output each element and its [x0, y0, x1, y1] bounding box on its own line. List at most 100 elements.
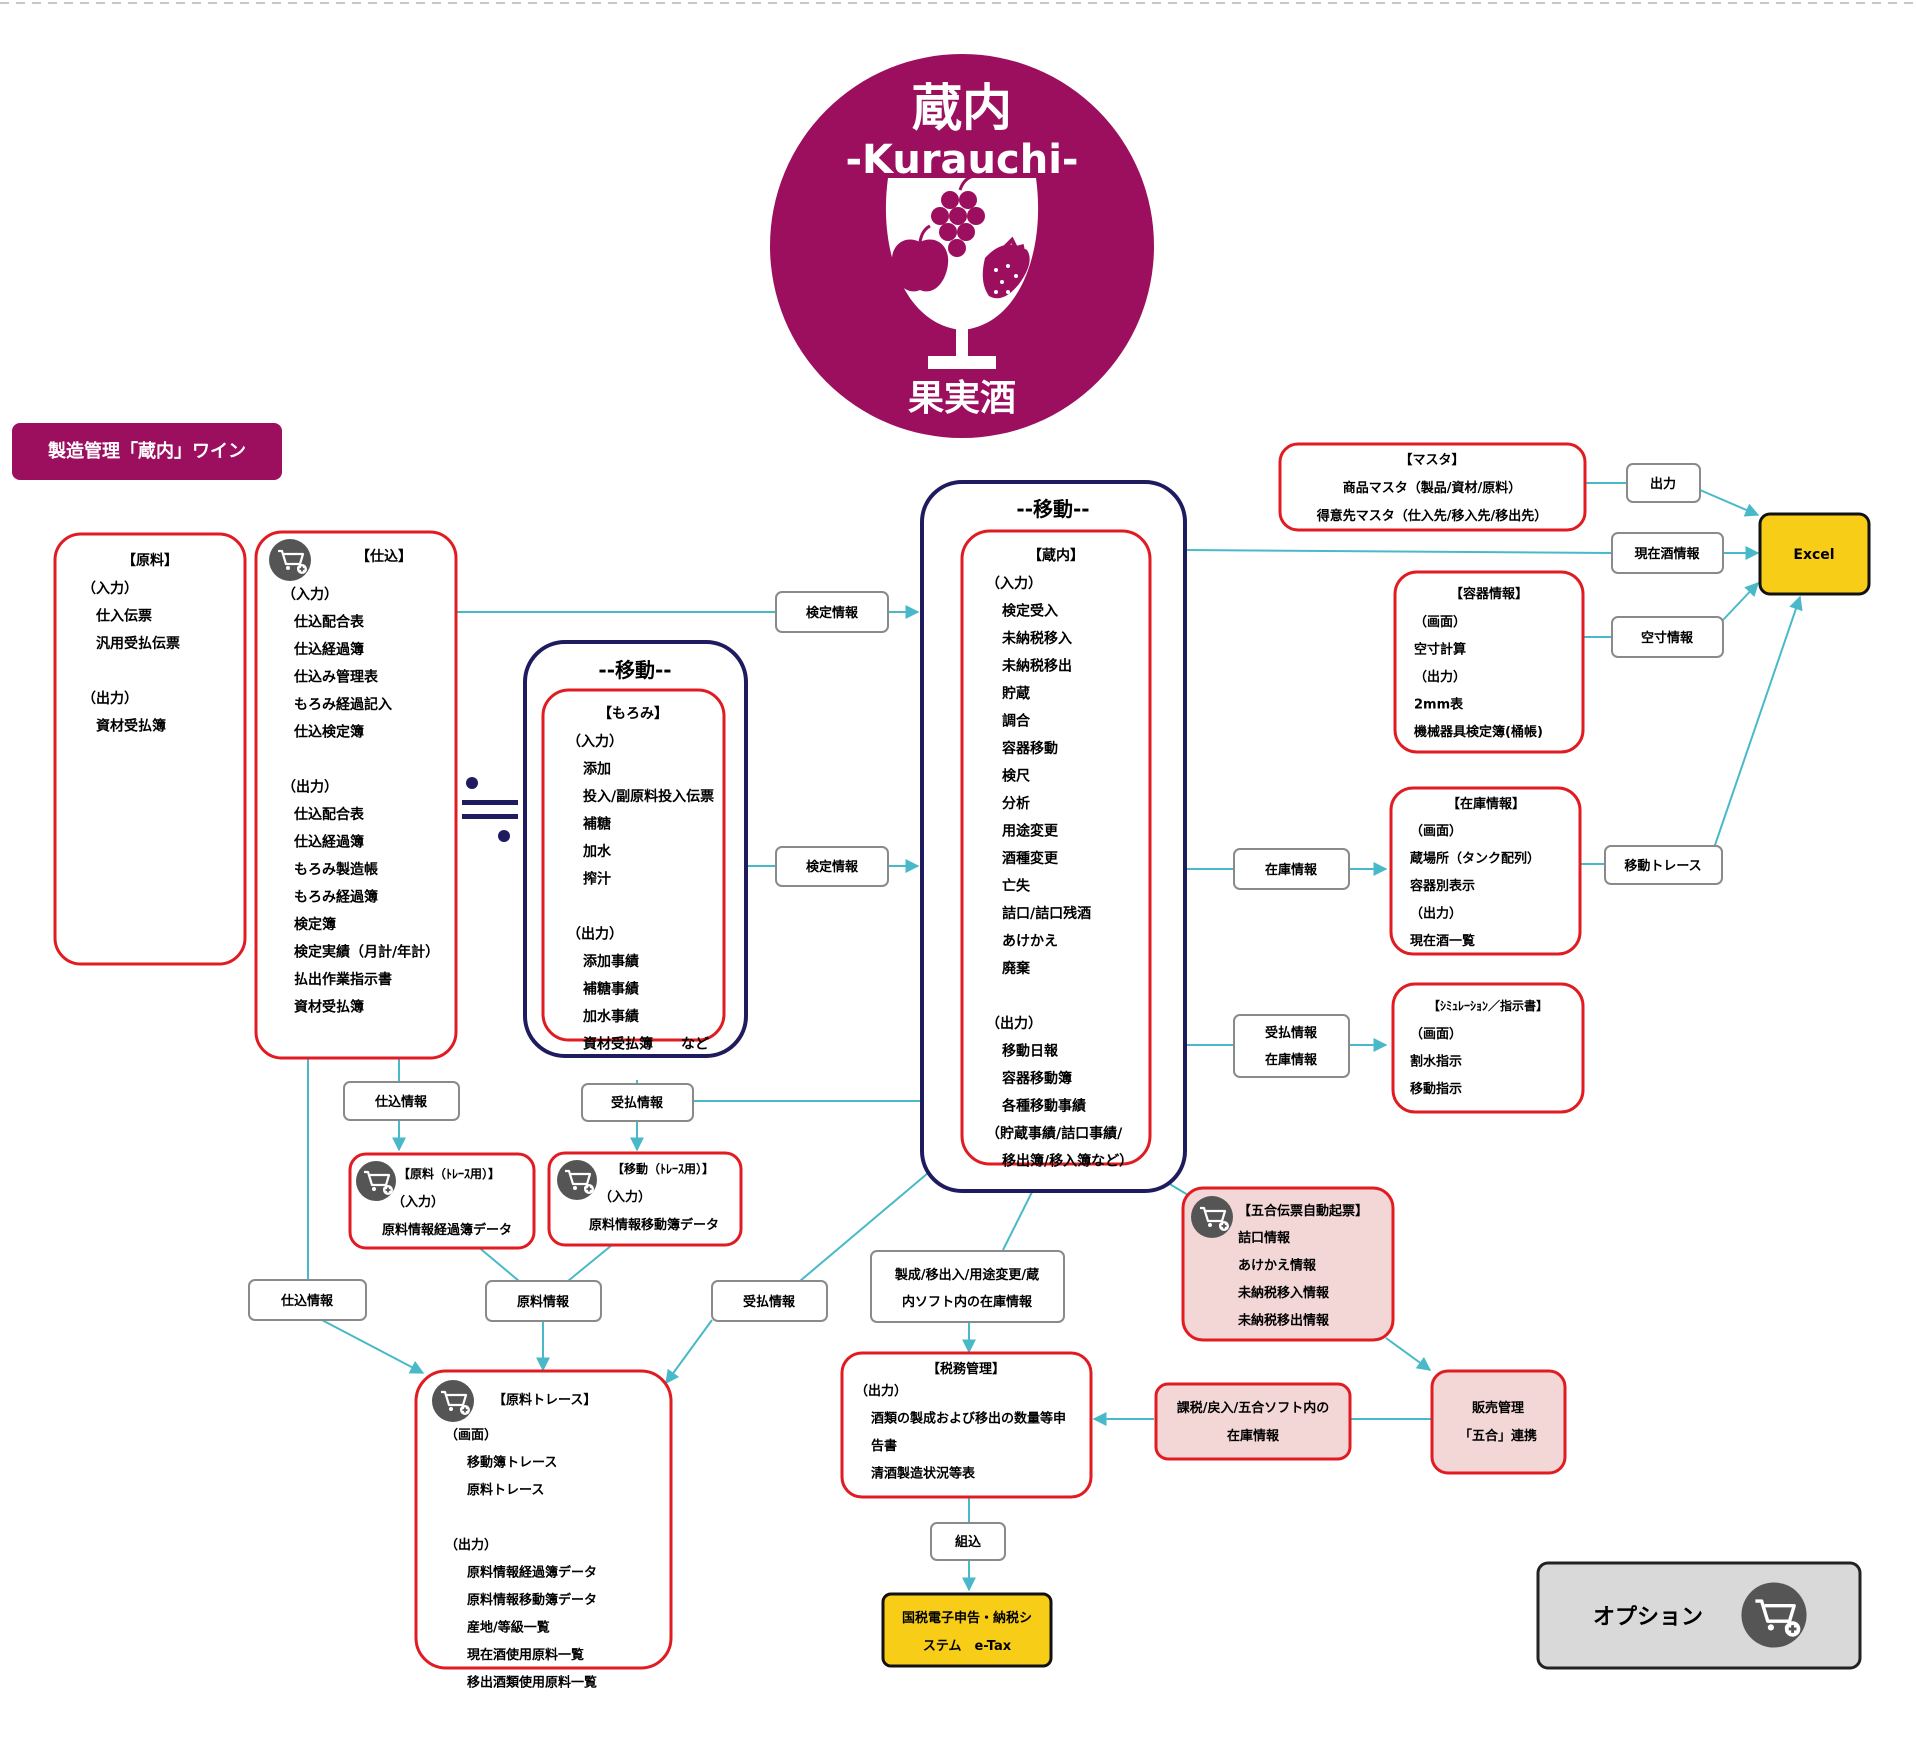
strawberry-icon — [982, 236, 1030, 299]
box-trace-lines-0: （画面） — [445, 1427, 497, 1443]
box-kura-lines-1: 検定受入 — [1002, 603, 1058, 620]
box-trace-raw-title: 【原料（ﾄﾚｰｽ用）】 — [398, 1166, 500, 1181]
box-raw-lines-5: 資材受払簿 — [96, 718, 166, 735]
box-kura-lines-11: 亡失 — [1002, 878, 1031, 895]
box-gogo-lines-0: 詰口情報 — [1238, 1230, 1291, 1246]
box-trace-lines-7: 産地/等級一覧 — [467, 1620, 550, 1636]
box-moromi-lines-5: 搾汁 — [583, 871, 611, 888]
box-kura-group: --移動-- 【蔵内】 （入力）検定受入未納税移入未納税移出貯蔵調合容器移動検尺… — [920, 480, 1187, 1193]
box-shikomi-lines-3: 仕込み管理表 — [293, 669, 379, 686]
box-shikomi-lines-15: 資材受払簿 — [294, 999, 364, 1016]
box-kura-title: 【蔵内】 — [1028, 547, 1084, 564]
box-moromi-lines-9: 補糖事績 — [582, 981, 639, 998]
svg-text:国税電子申告・納税シ: 国税電子申告・納税シ — [902, 1610, 1032, 1626]
svg-text:移動トレース: 移動トレース — [1624, 858, 1701, 874]
box-stock-lines-2: 容器別表示 — [1409, 878, 1475, 894]
label-ukeharai-2: 受払情報 — [711, 1280, 828, 1322]
box-shikomi-lines-1: 仕込配合表 — [293, 614, 365, 631]
box-stock-title: 【在庫情報】 — [1447, 796, 1525, 812]
label-idou-trace: 移動トレース — [1604, 845, 1723, 885]
box-kura-lines-3: 未納税移出 — [1002, 658, 1072, 675]
cart-option-icon — [557, 1160, 597, 1200]
box-container-lines-0: （画面） — [1414, 614, 1466, 630]
svg-text:ステム e-Tax: ステム e-Tax — [923, 1639, 1012, 1654]
box-shikomi-lines-0: （入力） — [282, 586, 338, 603]
label-ukeharai-1: 受払情報 — [581, 1083, 694, 1122]
box-container-lines-3: 2mm表 — [1414, 697, 1464, 713]
label-kumikomi: 組込 — [930, 1522, 1006, 1561]
svg-text:原料情報: 原料情報 — [517, 1294, 570, 1310]
box-kura-lines-10: 酒種変更 — [1002, 850, 1059, 867]
box-shikomi: 【仕込】 （入力）仕込配合表仕込経過簿仕込み管理表もろみ経過記入仕込検定簿（出力… — [254, 530, 458, 1060]
page-label: 製造管理「蔵内」ワイン — [12, 423, 282, 480]
box-sim-lines-0: （画面） — [1410, 1026, 1462, 1042]
box-gogo-lines-1: あけかえ情報 — [1238, 1258, 1317, 1274]
box-kura-lines-21: 移出簿/移入簿など） — [1002, 1153, 1133, 1170]
box-kura-lines-8: 分析 — [1002, 795, 1030, 812]
box-kura-lines-17: 移動日報 — [1002, 1043, 1059, 1060]
box-zeimu-title: 【税務管理】 — [927, 1361, 1005, 1377]
box-shikomi-lines-2: 仕込経過簿 — [293, 641, 364, 658]
svg-text:仕込情報: 仕込情報 — [374, 1094, 428, 1110]
moromi-group-title: --移動-- — [598, 658, 671, 682]
box-sim-title: 【ｼﾐｭﾚｰｼｮﾝ／指示書】 — [1428, 998, 1548, 1013]
box-container-lines-4: 機械器具検定簿(桶帳) — [1414, 724, 1543, 740]
box-kazei: 課税/戻入/五合ソフト内の 在庫情報 — [1154, 1382, 1352, 1461]
svg-text:製成/移出入/用途変更/蔵: 製成/移出入/用途変更/蔵 — [894, 1267, 1039, 1283]
svg-text:仕込情報: 仕込情報 — [280, 1293, 334, 1309]
box-moromi-lines-2: 投入/副原料投入伝票 — [583, 788, 714, 805]
box-shikomi-lines-8: 仕込配合表 — [293, 806, 365, 823]
box-master-line2: 得意先マスタ（仕入先/移入先/移出先） — [1316, 508, 1548, 524]
box-sim-lines-1: 割水指示 — [1410, 1054, 1462, 1070]
box-moromi-lines-8: 添加事績 — [583, 953, 639, 970]
box-trace-move-line2: 原料情報移動簿データ — [589, 1217, 719, 1233]
box-moromi-lines-7: （出力） — [567, 926, 623, 943]
box-raw-title: 【原料】 — [122, 552, 178, 569]
box-shikomi-lines-11: もろみ経過簿 — [294, 889, 378, 906]
svg-text:検定情報: 検定情報 — [806, 859, 859, 875]
box-moromi-group: --移動-- 【もろみ】 （入力）添加投入/副原料投入伝票補糖加水搾汁（出力）添… — [523, 640, 748, 1058]
label-shikomi-1: 仕込情報 — [343, 1081, 460, 1121]
box-kura-lines-2: 未納税移入 — [1002, 630, 1072, 647]
box-kura-lines-4: 貯蔵 — [1002, 685, 1030, 702]
label-zaiko: 在庫情報 — [1233, 848, 1350, 890]
box-trace-move: 【移動（ﾄﾚｰｽ用）】 （入力） 原料情報移動簿データ — [547, 1151, 743, 1247]
connectors — [307, 482, 1803, 1592]
box-shikomi-lines-12: 検定簿 — [294, 916, 336, 933]
label-seisei: 製成/移出入/用途変更/蔵 内ソフト内の在庫情報 — [870, 1250, 1065, 1323]
cart-option-icon — [432, 1380, 474, 1422]
svg-text:出力: 出力 — [1650, 476, 1676, 492]
logo-subtitle: -Kurauchi- — [845, 137, 1078, 183]
box-kura-lines-19: 各種移動事績 — [1001, 1098, 1086, 1115]
box-raw-lines-4: （出力） — [82, 690, 138, 707]
box-kura-lines-12: 詰口/詰口残酒 — [1002, 905, 1091, 922]
box-shikomi-lines-7: （出力） — [282, 779, 338, 796]
box-kura-lines-13: あけかえ — [1002, 934, 1058, 950]
box-kazei-line1: 課税/戻入/五合ソフト内の — [1177, 1400, 1330, 1416]
kurauchi-logo: 蔵内 -Kurauchi- 果実酒 — [770, 54, 1154, 438]
box-shikomi-lines-10: もろみ製造帳 — [294, 861, 378, 878]
box-zeimu-lines-0: （出力） — [855, 1383, 907, 1399]
box-raw-lines-0: （入力） — [82, 580, 138, 597]
svg-text:在庫情報: 在庫情報 — [1265, 862, 1318, 878]
svg-text:現在酒情報: 現在酒情報 — [1634, 546, 1700, 562]
box-stock-lines-4: 現在酒一覧 — [1410, 933, 1475, 949]
box-zeimu-lines-1: 酒類の製成および移出の数量等申 — [871, 1411, 1066, 1427]
box-trace-raw-line2: 原料情報経過簿データ — [382, 1222, 512, 1238]
box-hanbai: 販売管理 「五合」連携 — [1430, 1369, 1567, 1475]
box-trace-lines-8: 現在酒使用原料一覧 — [467, 1647, 584, 1663]
cart-option-icon — [269, 539, 311, 581]
terminal-etax: 国税電子申告・納税シ ステム e-Tax — [881, 1592, 1053, 1668]
cart-option-icon — [1191, 1196, 1233, 1238]
box-moromi-lines-1: 添加 — [583, 761, 611, 778]
label-genryo: 原料情報 — [485, 1280, 602, 1322]
label-shutsuryoku: 出力 — [1626, 463, 1701, 503]
box-shikomi-lines-5: 仕込検定簿 — [293, 724, 364, 741]
box-trace-lines-6: 原料情報移動簿データ — [467, 1592, 597, 1608]
box-moromi-lines-3: 補糖 — [582, 816, 611, 833]
box-shikomi-lines-14: 払出作業指示書 — [294, 971, 392, 988]
option-label: オプション — [1593, 1605, 1703, 1630]
